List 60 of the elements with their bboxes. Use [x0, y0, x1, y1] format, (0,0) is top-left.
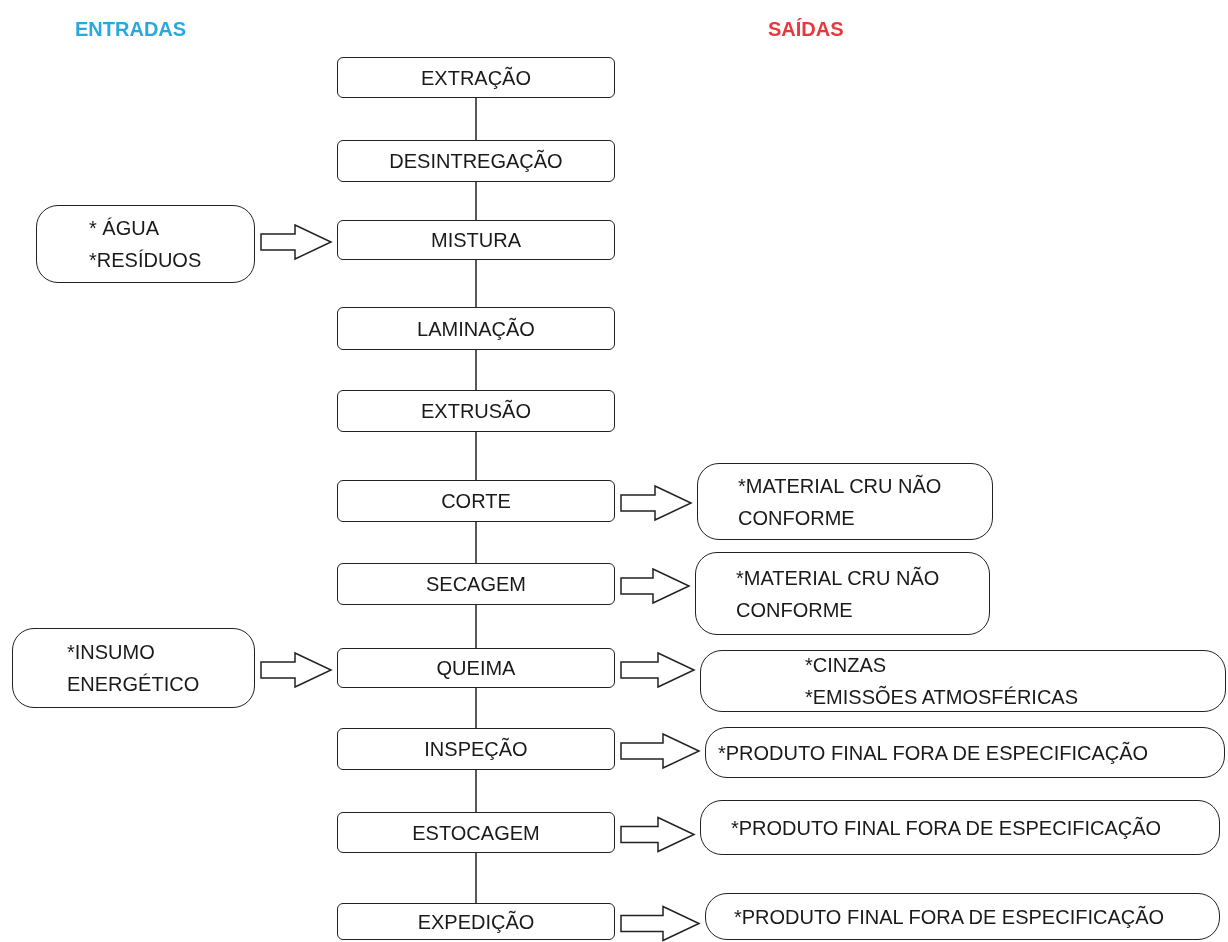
step-label: QUEIMA	[436, 656, 516, 681]
process-box	[337, 480, 615, 522]
column-heading: ENTRADAS	[75, 18, 187, 41]
block-arrow	[620, 816, 696, 853]
step-label: CORTE	[441, 489, 511, 514]
connector-line	[475, 769, 477, 813]
process-box	[337, 57, 615, 98]
item-text: *INSUMO ENERGÉTICO	[67, 640, 201, 697]
step-label: EXPEDIÇÃO	[417, 909, 535, 935]
output-box	[700, 800, 1220, 855]
connector-line	[475, 431, 477, 481]
process-box	[337, 648, 615, 688]
input-box	[12, 628, 255, 708]
step-label: ESTOCAGEM	[412, 820, 540, 846]
column-heading: SAÍDAS	[768, 18, 844, 41]
process-box	[337, 812, 615, 853]
process-box	[337, 903, 615, 940]
block-arrow	[620, 732, 701, 770]
block-arrow	[620, 905, 701, 942]
connector-line	[475, 687, 477, 729]
connector-line	[475, 181, 477, 221]
item-text: *EMISSÕES ATMOSFÉRICAS	[805, 684, 1079, 710]
item-text: * ÁGUA	[89, 216, 160, 241]
item-text: *PRODUTO FINAL FORA DE ESPECIFICAÇÃO	[718, 740, 1149, 766]
process-box	[337, 140, 615, 182]
item-text: *PRODUTO FINAL FORA DE ESPECIFICAÇÃO	[734, 904, 1165, 930]
step-label: MISTURA	[431, 228, 521, 253]
output-box	[697, 463, 993, 540]
process-box	[337, 220, 615, 260]
block-arrow	[620, 484, 693, 522]
step-label: DESINTREGAÇÃO	[389, 148, 563, 174]
connector-line	[475, 259, 477, 308]
connector-line	[475, 349, 477, 391]
item-text: *MATERIAL CRU NÃO CONFORME	[738, 473, 943, 531]
item-text: *RESÍDUOS	[89, 248, 202, 273]
block-arrow	[260, 651, 333, 689]
connector-line	[475, 852, 477, 904]
output-box	[695, 552, 990, 635]
block-arrow	[620, 651, 696, 689]
block-arrow	[620, 567, 691, 605]
item-text: *CINZAS	[805, 653, 887, 678]
process-box	[337, 728, 615, 770]
connector-line	[475, 97, 477, 141]
output-box	[705, 727, 1225, 778]
output-box	[700, 650, 1226, 712]
output-box	[705, 893, 1220, 940]
process-box	[337, 563, 615, 605]
step-label: EXTRAÇÃO	[421, 65, 531, 91]
step-label: INSPEÇÃO	[424, 736, 528, 762]
block-arrow	[260, 223, 333, 261]
connector-line	[475, 604, 477, 649]
step-label: LAMINAÇÃO	[417, 316, 535, 342]
connector-line	[475, 521, 477, 564]
item-text: *MATERIAL CRU NÃO CONFORME	[736, 565, 941, 623]
step-label: EXTRUSÃO	[421, 398, 531, 424]
process-box	[337, 390, 615, 432]
process-box	[337, 307, 615, 350]
item-text: *PRODUTO FINAL FORA DE ESPECIFICAÇÃO	[731, 815, 1162, 841]
step-label: SECAGEM	[426, 572, 526, 597]
input-box	[36, 205, 255, 283]
